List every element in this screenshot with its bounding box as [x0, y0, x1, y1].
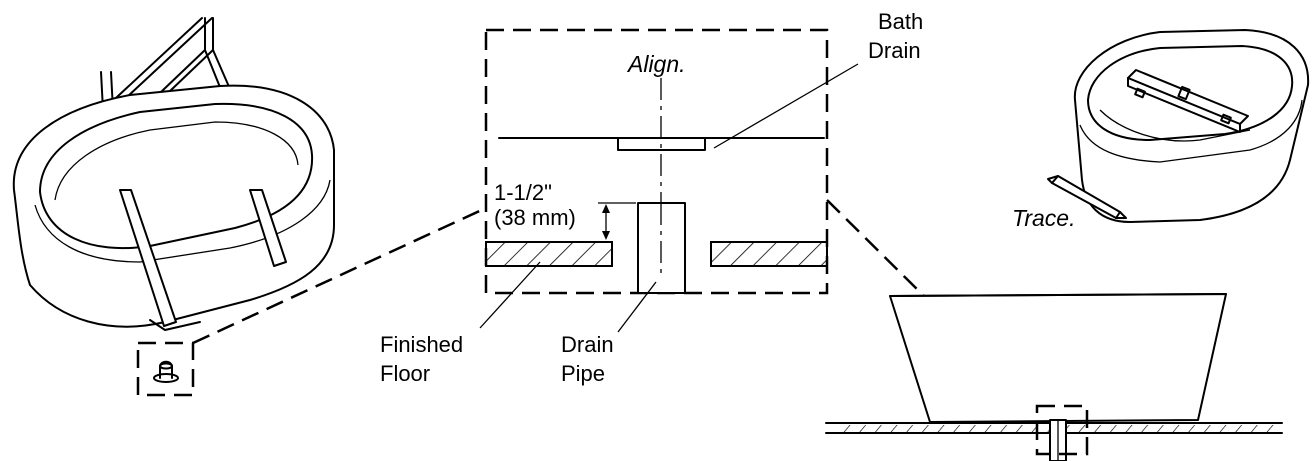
spirit-level: [1127, 69, 1249, 133]
tub-elevation: [889, 293, 1227, 423]
drain-alignment-detail: Align. Bath Drain 1-1/2" (38 mm) Finishe…: [380, 9, 923, 386]
dimension-marker: [598, 202, 636, 240]
finished-floor-left: [485, 241, 613, 267]
label-align: Align.: [626, 51, 686, 77]
label-bath-drain-2: Drain: [868, 38, 921, 63]
label-finished-floor-2: Floor: [380, 361, 430, 386]
drain-stub-icon: [153, 360, 179, 383]
label-drain-pipe-1: Drain: [561, 332, 614, 357]
pencil-icon: [1047, 175, 1127, 219]
small-tub-rim: [1087, 45, 1294, 141]
tub-on-floor-illustration: [825, 293, 1283, 461]
level-and-trace-illustration: Trace.: [1012, 29, 1310, 231]
small-tub-body: [1073, 29, 1310, 223]
label-finished-floor-1: Finished: [380, 332, 463, 357]
label-dimension-2: (38 mm): [494, 205, 576, 230]
leader-bath-drain: [713, 63, 859, 149]
lifted-tub-illustration: [12, 17, 335, 331]
tub-body: [12, 84, 335, 328]
label-trace: Trace.: [1012, 205, 1075, 231]
detail-callout-small: [136, 206, 487, 397]
straps-on-tub: [119, 189, 287, 327]
detail-frame: [484, 28, 829, 295]
tub-rim: [39, 102, 314, 250]
leader-finished-floor: [479, 261, 541, 329]
label-dimension-1: 1-1/2": [494, 180, 552, 205]
leader-drain-pipe: [617, 281, 657, 333]
detail-callout-floor: [1035, 404, 1089, 456]
label-drain-pipe-2: Pipe: [561, 361, 605, 386]
finished-floor-right: [710, 241, 828, 267]
label-bath-drain-1: Bath: [878, 9, 923, 34]
